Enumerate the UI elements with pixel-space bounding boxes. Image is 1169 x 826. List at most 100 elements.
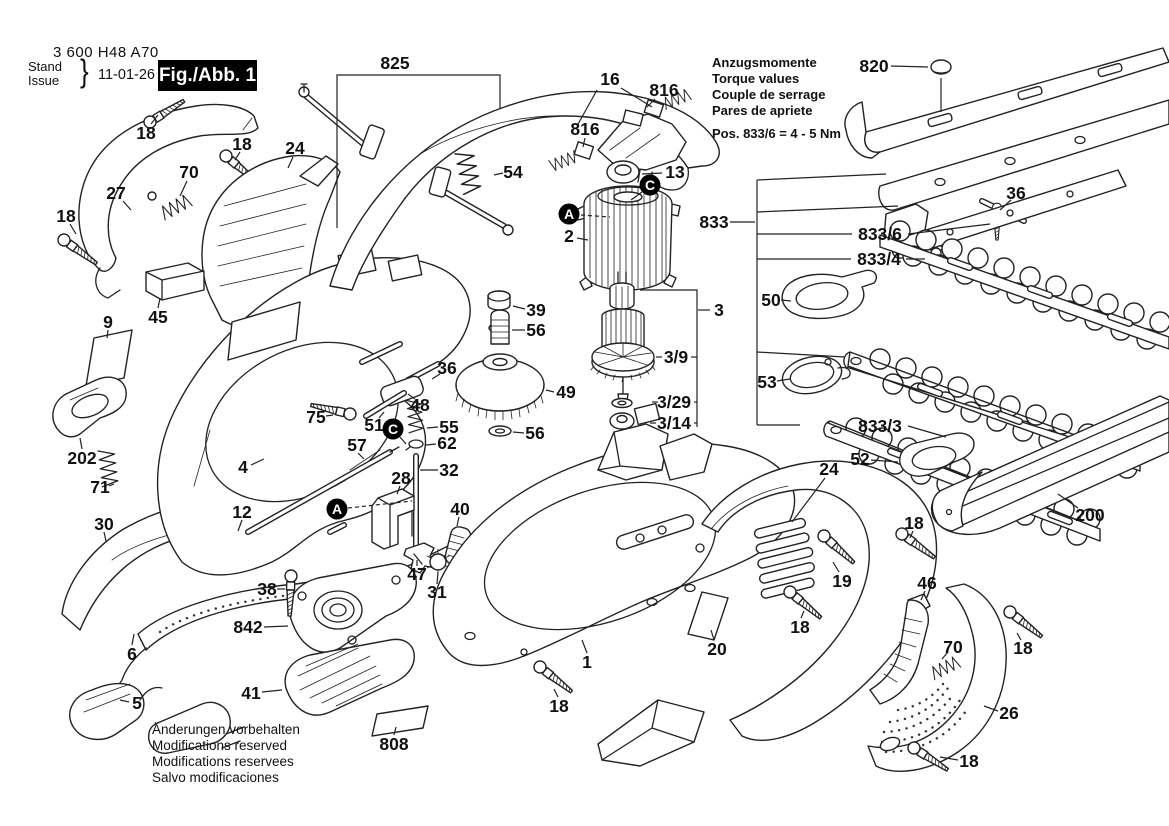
svg-text:27: 27 — [106, 183, 125, 203]
part-callout-49: 49 — [545, 382, 576, 402]
torque-line-en: Torque values — [712, 71, 800, 86]
part-callout-70: 70 — [941, 637, 963, 660]
svg-text:26: 26 — [999, 703, 1019, 723]
leader-line — [756, 205, 899, 213]
svg-text:12: 12 — [232, 502, 252, 522]
part-ring-52 — [899, 432, 975, 477]
svg-text:808: 808 — [379, 734, 408, 754]
part-screw-18-h — [530, 657, 576, 698]
leader-line — [756, 173, 887, 181]
part-rod-57 — [245, 446, 400, 535]
svg-text:24: 24 — [819, 459, 839, 479]
part-callout-75: 75 — [306, 407, 334, 427]
svg-text:50: 50 — [761, 290, 781, 310]
svg-text:833/6: 833/6 — [858, 224, 902, 244]
part-ring-50 — [781, 269, 878, 320]
svg-text:C: C — [388, 421, 398, 437]
ref-letter-A: A — [558, 203, 611, 225]
svg-text:32: 32 — [439, 460, 459, 480]
part-callout-18: 18 — [790, 610, 810, 637]
ref-letter-A: A — [326, 498, 413, 520]
part-callout-3/14: 3/14 — [657, 413, 691, 433]
part-callout-833/3: 833/3 — [858, 416, 902, 436]
part-guard-26 — [867, 583, 1007, 772]
drawing-part-number: 3 600 H48 A70 — [53, 44, 159, 61]
part-gear-49 — [455, 309, 545, 421]
svg-text:45: 45 — [148, 307, 168, 327]
part-foot-45 — [145, 262, 205, 301]
svg-text:18: 18 — [790, 617, 810, 637]
part-label-20 — [687, 591, 729, 641]
part-callout-820: 820 — [859, 56, 929, 76]
part-rail-upper — [844, 47, 1169, 159]
svg-text:62: 62 — [437, 433, 457, 453]
svg-text:28: 28 — [391, 468, 411, 488]
part-callout-26: 26 — [983, 703, 1019, 723]
svg-text:18: 18 — [549, 696, 569, 716]
part-callout-833: 833 — [699, 212, 755, 232]
issue-date: 11-01-26 — [98, 67, 155, 83]
part-callout-36: 36 — [431, 358, 457, 380]
part-callout-32: 32 — [420, 460, 459, 480]
part-rail-lower — [878, 99, 1169, 211]
part-callout-833/6: 833/6 — [858, 224, 902, 244]
part-callout-53: 53 — [757, 372, 791, 392]
svg-text:18: 18 — [959, 751, 979, 771]
svg-text:53: 53 — [757, 372, 777, 392]
svg-text:47: 47 — [407, 564, 426, 584]
svg-text:825: 825 — [380, 53, 409, 73]
svg-text:18: 18 — [56, 206, 76, 226]
part-housing-1 — [432, 402, 796, 667]
svg-text:75: 75 — [306, 407, 326, 427]
part-latch-46 — [869, 593, 931, 705]
svg-text:833: 833 — [699, 212, 728, 232]
part-callout-19: 19 — [832, 561, 852, 591]
part-callout-200: 200 — [1057, 493, 1105, 525]
svg-text:36: 36 — [437, 358, 457, 378]
svg-text:A: A — [332, 501, 342, 517]
part-brush-816-left — [548, 141, 595, 173]
svg-text:C: C — [645, 177, 655, 193]
part-callout-57: 57 — [347, 435, 367, 460]
part-bearing-13 — [606, 160, 640, 184]
part-callout-56: 56 — [512, 423, 545, 443]
part-callout-36: 36 — [999, 183, 1026, 211]
svg-text:5: 5 — [132, 693, 142, 713]
part-callout-842: 842 — [233, 617, 289, 637]
part-callout-6: 6 — [127, 633, 137, 664]
part-callout-2: 2 — [564, 226, 589, 246]
part-callout-40: 40 — [450, 499, 470, 527]
svg-text:18: 18 — [232, 134, 252, 154]
part-cover-41 — [284, 638, 415, 716]
svg-text:49: 49 — [556, 382, 576, 402]
svg-text:41: 41 — [241, 683, 261, 703]
svg-text:16: 16 — [600, 69, 620, 89]
part-callout-38: 38 — [257, 579, 285, 599]
part-callout-39: 39 — [512, 300, 546, 320]
issue-label: Issue — [28, 73, 60, 88]
svg-text:1: 1 — [582, 652, 592, 672]
part-callout-24: 24 — [791, 459, 839, 523]
svg-text:816: 816 — [570, 119, 599, 139]
part-plate-842 — [288, 562, 417, 653]
part-spring-70-right — [928, 655, 962, 681]
part-callout-833/4: 833/4 — [857, 249, 901, 269]
part-callout-70: 70 — [179, 162, 199, 197]
part-callout-202: 202 — [67, 437, 97, 468]
part-bearing-3-14 — [609, 412, 635, 430]
part-spring-70-left — [147, 191, 193, 221]
part-callout-31: 31 — [427, 571, 447, 602]
part-callout-54: 54 — [493, 162, 523, 182]
svg-text:842: 842 — [233, 617, 262, 637]
part-cap-39 — [487, 290, 511, 311]
svg-text:36: 36 — [1006, 183, 1026, 203]
svg-text:55: 55 — [439, 417, 459, 437]
leader-line — [336, 74, 501, 228]
part-bracket-28 — [371, 488, 415, 550]
svg-text:13: 13 — [665, 162, 685, 182]
part-clip-62 — [405, 439, 424, 451]
modifications-note: Änderungen vorbehalten Modifications res… — [152, 722, 300, 786]
torque-line-de: Anzugsmomente — [712, 55, 817, 70]
svg-text:18: 18 — [136, 123, 156, 143]
